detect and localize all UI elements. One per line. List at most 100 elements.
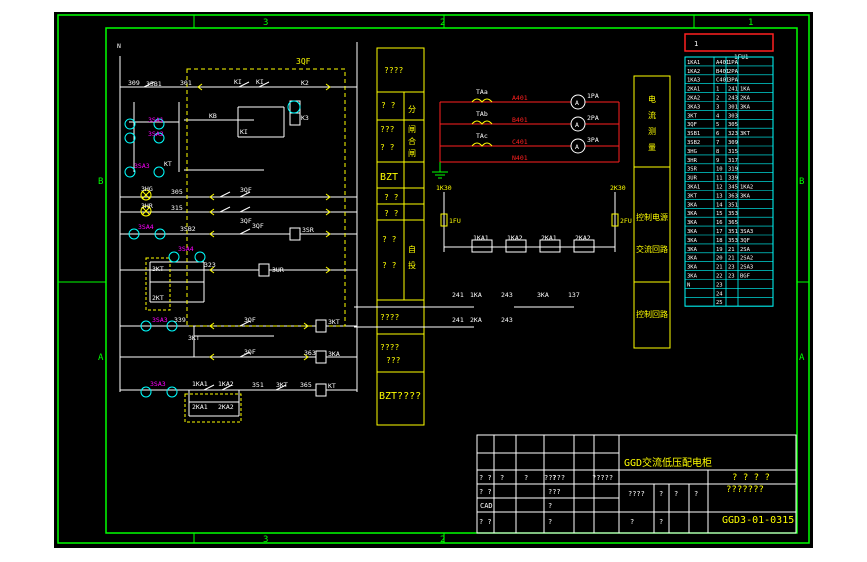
- tb-cell-10: ????: [628, 490, 645, 498]
- ka-dashed-box: [184, 393, 242, 423]
- label-qf2: 3QF: [240, 217, 252, 225]
- kt-dashed-box: [145, 257, 171, 311]
- zone-top-1: 1: [748, 18, 753, 28]
- terminal-cell: 3KA: [687, 256, 698, 262]
- marker-n: N: [117, 42, 121, 50]
- terminal-cell: 3HG: [687, 149, 697, 155]
- right-cell-6: 控制回路: [636, 309, 668, 319]
- zone-top-2: 2: [440, 18, 445, 28]
- relay-2ka2: 2KA2: [575, 234, 591, 242]
- terminal-cell: 14: [716, 202, 723, 208]
- label-kt4: 3KT: [276, 381, 288, 389]
- terminal-cell: 3KA: [687, 202, 698, 208]
- terminal-cell: 18: [716, 238, 723, 244]
- label-ktcoil: 3KT: [328, 318, 340, 326]
- label-k3: K3: [301, 114, 309, 122]
- ka-line2-0: 241: [452, 316, 464, 324]
- wire-c401: C401: [512, 138, 528, 146]
- meter-c-symbol: A: [575, 143, 579, 151]
- right-cell-2: 测: [648, 127, 656, 136]
- terminal-cell: 3SA3: [740, 229, 753, 235]
- meter-1pa: 1PA: [587, 92, 599, 100]
- wire-301: 301: [180, 79, 192, 87]
- ta-b: TAb: [476, 110, 488, 118]
- label-qf5: 3QF: [244, 348, 256, 356]
- right-cell-5: 交流回路: [636, 244, 668, 254]
- terminal-cell: 1KA3: [687, 78, 700, 84]
- terminal-cell: 3KT: [740, 131, 751, 137]
- terminal-cell: C401: [716, 78, 729, 84]
- terminal-cell: A401: [716, 60, 729, 66]
- terminal-cell: 3KT: [687, 113, 698, 119]
- right-cell-4: 控制电源: [636, 212, 668, 222]
- terminal-cell: 3KA: [687, 238, 698, 244]
- terminal-cell: 9: [716, 158, 719, 164]
- terminal-cell: 5: [716, 122, 719, 128]
- terminal-cell: 363: [728, 193, 738, 199]
- tb-cell-2: ?: [524, 474, 528, 482]
- tb-cell-13: ?: [694, 490, 698, 498]
- label-k1: KI: [234, 78, 242, 86]
- terminal-cell: 2SA3: [740, 265, 753, 271]
- tb-cell-11: ?: [659, 490, 663, 498]
- terminal-cell: N: [687, 282, 690, 288]
- label-ka3: 2KA1: [192, 403, 208, 411]
- wire-363: 363: [304, 349, 316, 357]
- breaker-1k30: 1K30: [436, 184, 452, 192]
- wire-339: 339: [174, 316, 186, 324]
- label-ka2: 1KA2: [218, 380, 234, 388]
- label-kt5: KT: [328, 382, 336, 390]
- label-sa6: 3SA3: [150, 380, 166, 388]
- terminal-cell: 2: [716, 96, 719, 102]
- terminal-cell: B401: [716, 69, 729, 75]
- mid-side-2: 合: [408, 136, 416, 146]
- terminal-cell: 3KT: [687, 193, 698, 199]
- label-sa5: 3SA3: [152, 316, 168, 324]
- tb-cell-9: ???: [548, 488, 561, 496]
- terminal-cell: 3KA: [740, 193, 751, 199]
- ka-line1-2: 243: [501, 291, 513, 299]
- terminal-cell: 3SR: [687, 167, 698, 173]
- terminal-cell: 3UR: [687, 176, 698, 182]
- terminal-cell: 241: [728, 87, 738, 93]
- tb-cell-17: ? ?: [479, 518, 492, 526]
- terminal-cell: 19: [716, 247, 723, 253]
- label-kt1: 3KT: [152, 265, 164, 273]
- tb-cell-15: ?: [548, 502, 552, 510]
- label-qf3: 3QF: [252, 222, 264, 230]
- signal-lamps: [140, 189, 152, 217]
- terminal-cell: 303: [728, 113, 738, 119]
- wire-n401: N401: [512, 154, 528, 162]
- terminal-cell: 24: [716, 291, 723, 297]
- mid-cell-9: ???: [386, 356, 401, 365]
- terminal-cell: 3PA: [728, 78, 739, 84]
- wire-315: 315: [171, 204, 183, 212]
- label-sa2: 3SA2: [148, 130, 164, 138]
- fuse-1fu: 1FU: [449, 217, 461, 225]
- mid-cell-5: ? ?: [384, 209, 399, 218]
- ta-a: TAa: [476, 88, 488, 96]
- zone-bottom-2: 2: [440, 535, 445, 545]
- fuse-2fu: 2FU: [620, 217, 632, 225]
- right-column: [633, 75, 671, 349]
- zone-bottom-3: 3: [263, 535, 268, 545]
- terminal-cell: 1PA: [728, 60, 739, 66]
- wire-351: 351: [252, 381, 264, 389]
- electrical-schematic: 3 2 1 3 2 B A B A: [57, 14, 810, 545]
- terminal-arrows: [197, 83, 331, 361]
- breaker-2k30: 2K30: [610, 184, 626, 192]
- terminal-cell: 21: [728, 256, 735, 262]
- label-qf1: 3QF: [240, 186, 252, 194]
- ka-line2-2: 243: [501, 316, 513, 324]
- terminal-cell: 3QF: [687, 122, 697, 128]
- zone-side-a-left: A: [98, 353, 104, 363]
- terminal-cell: 3KA: [687, 265, 698, 271]
- terminal-cell: 22: [716, 274, 723, 280]
- wire-365: 365: [300, 381, 312, 389]
- label-qf4: 3QF: [244, 316, 256, 324]
- label-sa4: 3SA4: [138, 223, 154, 231]
- middle-column-text: ???? ? ? ??? ? ? BZT ? ? ? ? ? ? ? ? ???…: [379, 66, 421, 402]
- drawing-subtitle: ? ? ? ?: [732, 473, 770, 483]
- wire-305: 305: [171, 188, 183, 196]
- terminal-cell: 3HR: [687, 158, 698, 164]
